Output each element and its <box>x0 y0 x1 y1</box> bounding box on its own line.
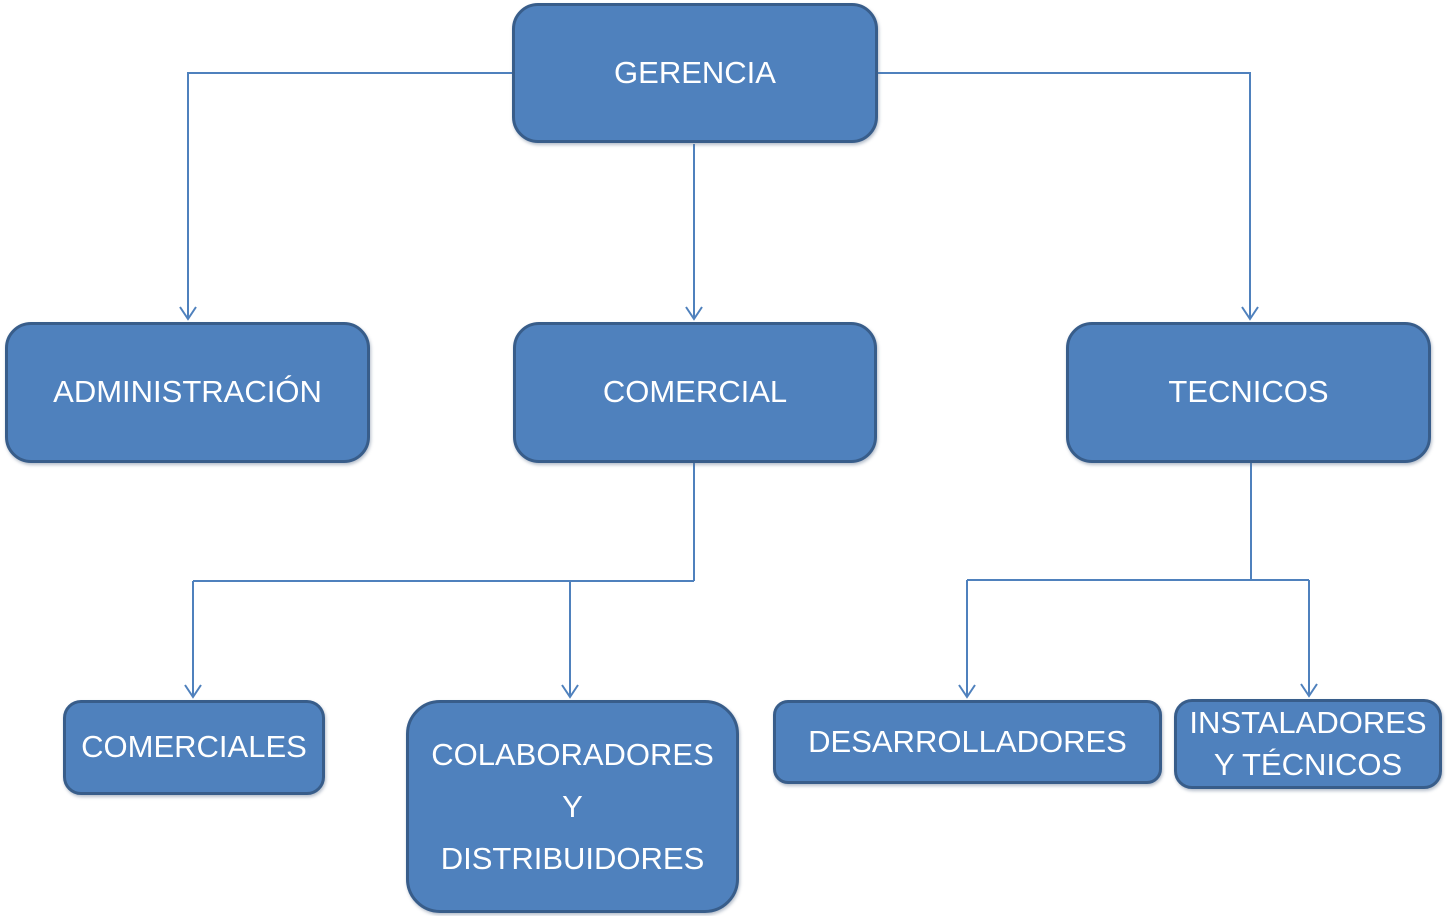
node-gerencia-label: GERENCIA <box>614 54 776 90</box>
node-tecnicos-label: TECNICOS <box>1168 374 1329 410</box>
node-desarrolladores-label: DESARROLLADORES <box>808 723 1127 759</box>
node-desarrolladores: DESARROLLADORES <box>773 700 1162 784</box>
arrowhead-instaladores <box>1300 683 1318 698</box>
node-colaboradores-y-distribuidores: COLABORADORES Y DISTRIBUIDORES <box>406 700 739 913</box>
node-instaladores-y-tecnicos: INSTALADORES Y TÉCNICOS <box>1174 699 1442 789</box>
node-colaboradores-line-2: Y <box>562 788 583 824</box>
node-colaboradores-line-3: DISTRIBUIDORES <box>440 840 705 876</box>
arrowhead-comercial <box>685 306 703 321</box>
edge-gerencia-administracion <box>187 72 512 319</box>
arrowhead-administracion <box>179 306 197 321</box>
node-gerencia: GERENCIA <box>512 3 878 143</box>
arrowhead-comerciales <box>184 684 202 699</box>
arrowhead-colaboradores <box>561 684 579 699</box>
node-comerciales: COMERCIALES <box>63 700 325 795</box>
node-instaladores-line-2: Y TÉCNICOS <box>1213 747 1403 782</box>
arrowhead-desarrolladores <box>958 684 976 699</box>
node-administracion: ADMINISTRACIÓN <box>5 322 370 463</box>
node-tecnicos: TECNICOS <box>1066 322 1431 463</box>
node-comercial: COMERCIAL <box>513 322 877 463</box>
node-comercial-label: COMERCIAL <box>602 374 788 410</box>
edge-gerencia-tecnicos <box>877 72 1251 319</box>
node-instaladores-line-1: INSTALADORES <box>1189 705 1427 740</box>
node-colaboradores-line-1: COLABORADORES <box>431 736 714 772</box>
arrowhead-tecnicos <box>1241 306 1259 321</box>
node-administracion-label: ADMINISTRACIÓN <box>53 374 322 410</box>
node-comerciales-label: COMERCIALES <box>81 729 307 765</box>
